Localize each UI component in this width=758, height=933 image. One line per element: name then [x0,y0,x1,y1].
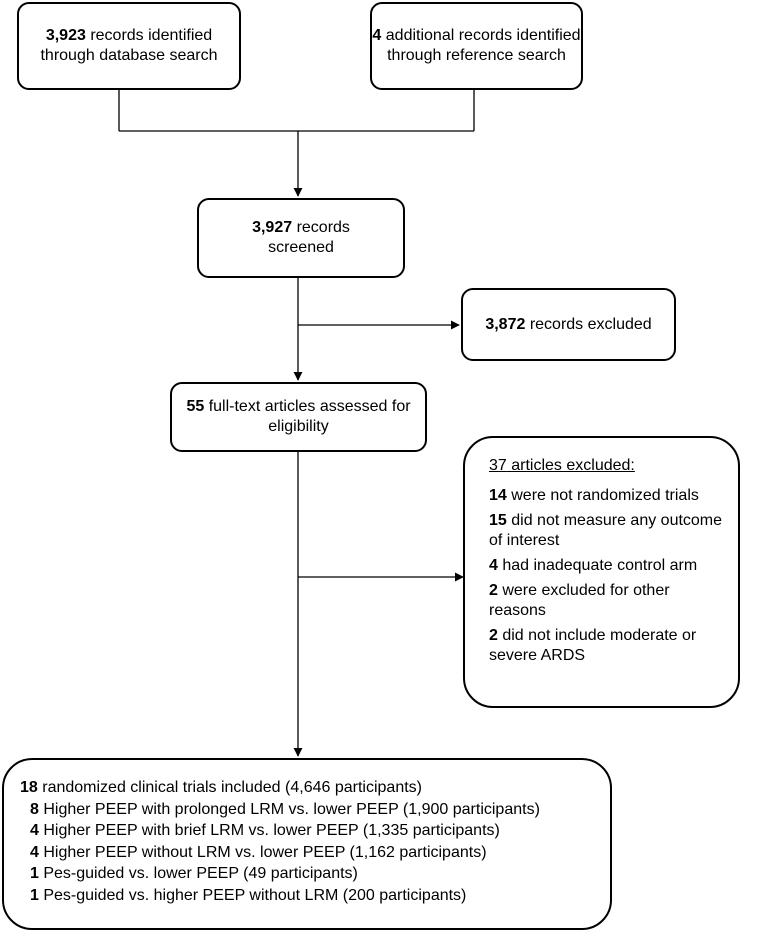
articles-excluded-text: articles excluded: [506,457,635,474]
included-box: 18 randomized clinical trials included (… [2,758,612,930]
excluded-records-text: records excluded [525,315,652,333]
included-group: 4 Higher PEEP with brief LRM vs. lower P… [30,822,500,839]
fulltext-count: 55 [186,398,205,415]
exclusion-reason: 15 did not measure any outcome of intere… [489,512,723,549]
ref-search-text: additional records identified through re… [381,27,581,64]
exclusion-reason: 2 were excluded for other reasons [489,582,670,619]
ref-search-box: 4 additional records identified through … [370,2,583,90]
included-group: 4 Higher PEEP without LRM vs. lower PEEP… [30,843,487,861]
included-text: randomized clinical trials included (4,6… [37,779,422,796]
fulltext-box: 55 full-text articles assessed for eligi… [170,382,427,452]
articles-excluded-box: 37 articles excluded: 14 were not random… [463,436,740,708]
exclusion-reason: 4 had inadequate control arm [489,557,698,574]
screened-text: records screened [268,219,350,256]
included-summary: 18 randomized clinical trials included (… [20,777,610,799]
fulltext-text: full-text articles assessed for eligibil… [204,398,411,435]
included-count: 18 [20,779,38,796]
screened-box: 3,927 records screened [197,198,405,278]
exclusion-reason: 14 were not randomized trials [489,487,699,504]
db-search-box: 3,923 records identified through databas… [17,2,241,90]
included-group: 8 Higher PEEP with prolonged LRM vs. low… [30,800,540,818]
ref-search-count: 4 [372,27,382,44]
included-group: 1 Pes-guided vs. lower PEEP (49 particip… [30,865,358,882]
exclusion-reason: 2 did not include moderate or severe ARD… [489,627,697,664]
screened-count: 3,927 [252,219,293,236]
db-search-text: records identified through database sear… [40,27,218,64]
excluded-records-box: 3,872 records excluded [461,288,676,361]
excluded-records-count: 3,872 [485,315,526,333]
included-group: 1 Pes-guided vs. higher PEEP without LRM… [30,886,467,904]
articles-excluded-count: 37 [489,457,507,474]
articles-excluded-heading: 37 articles excluded: [489,456,724,476]
db-search-count: 3,923 [45,27,86,44]
